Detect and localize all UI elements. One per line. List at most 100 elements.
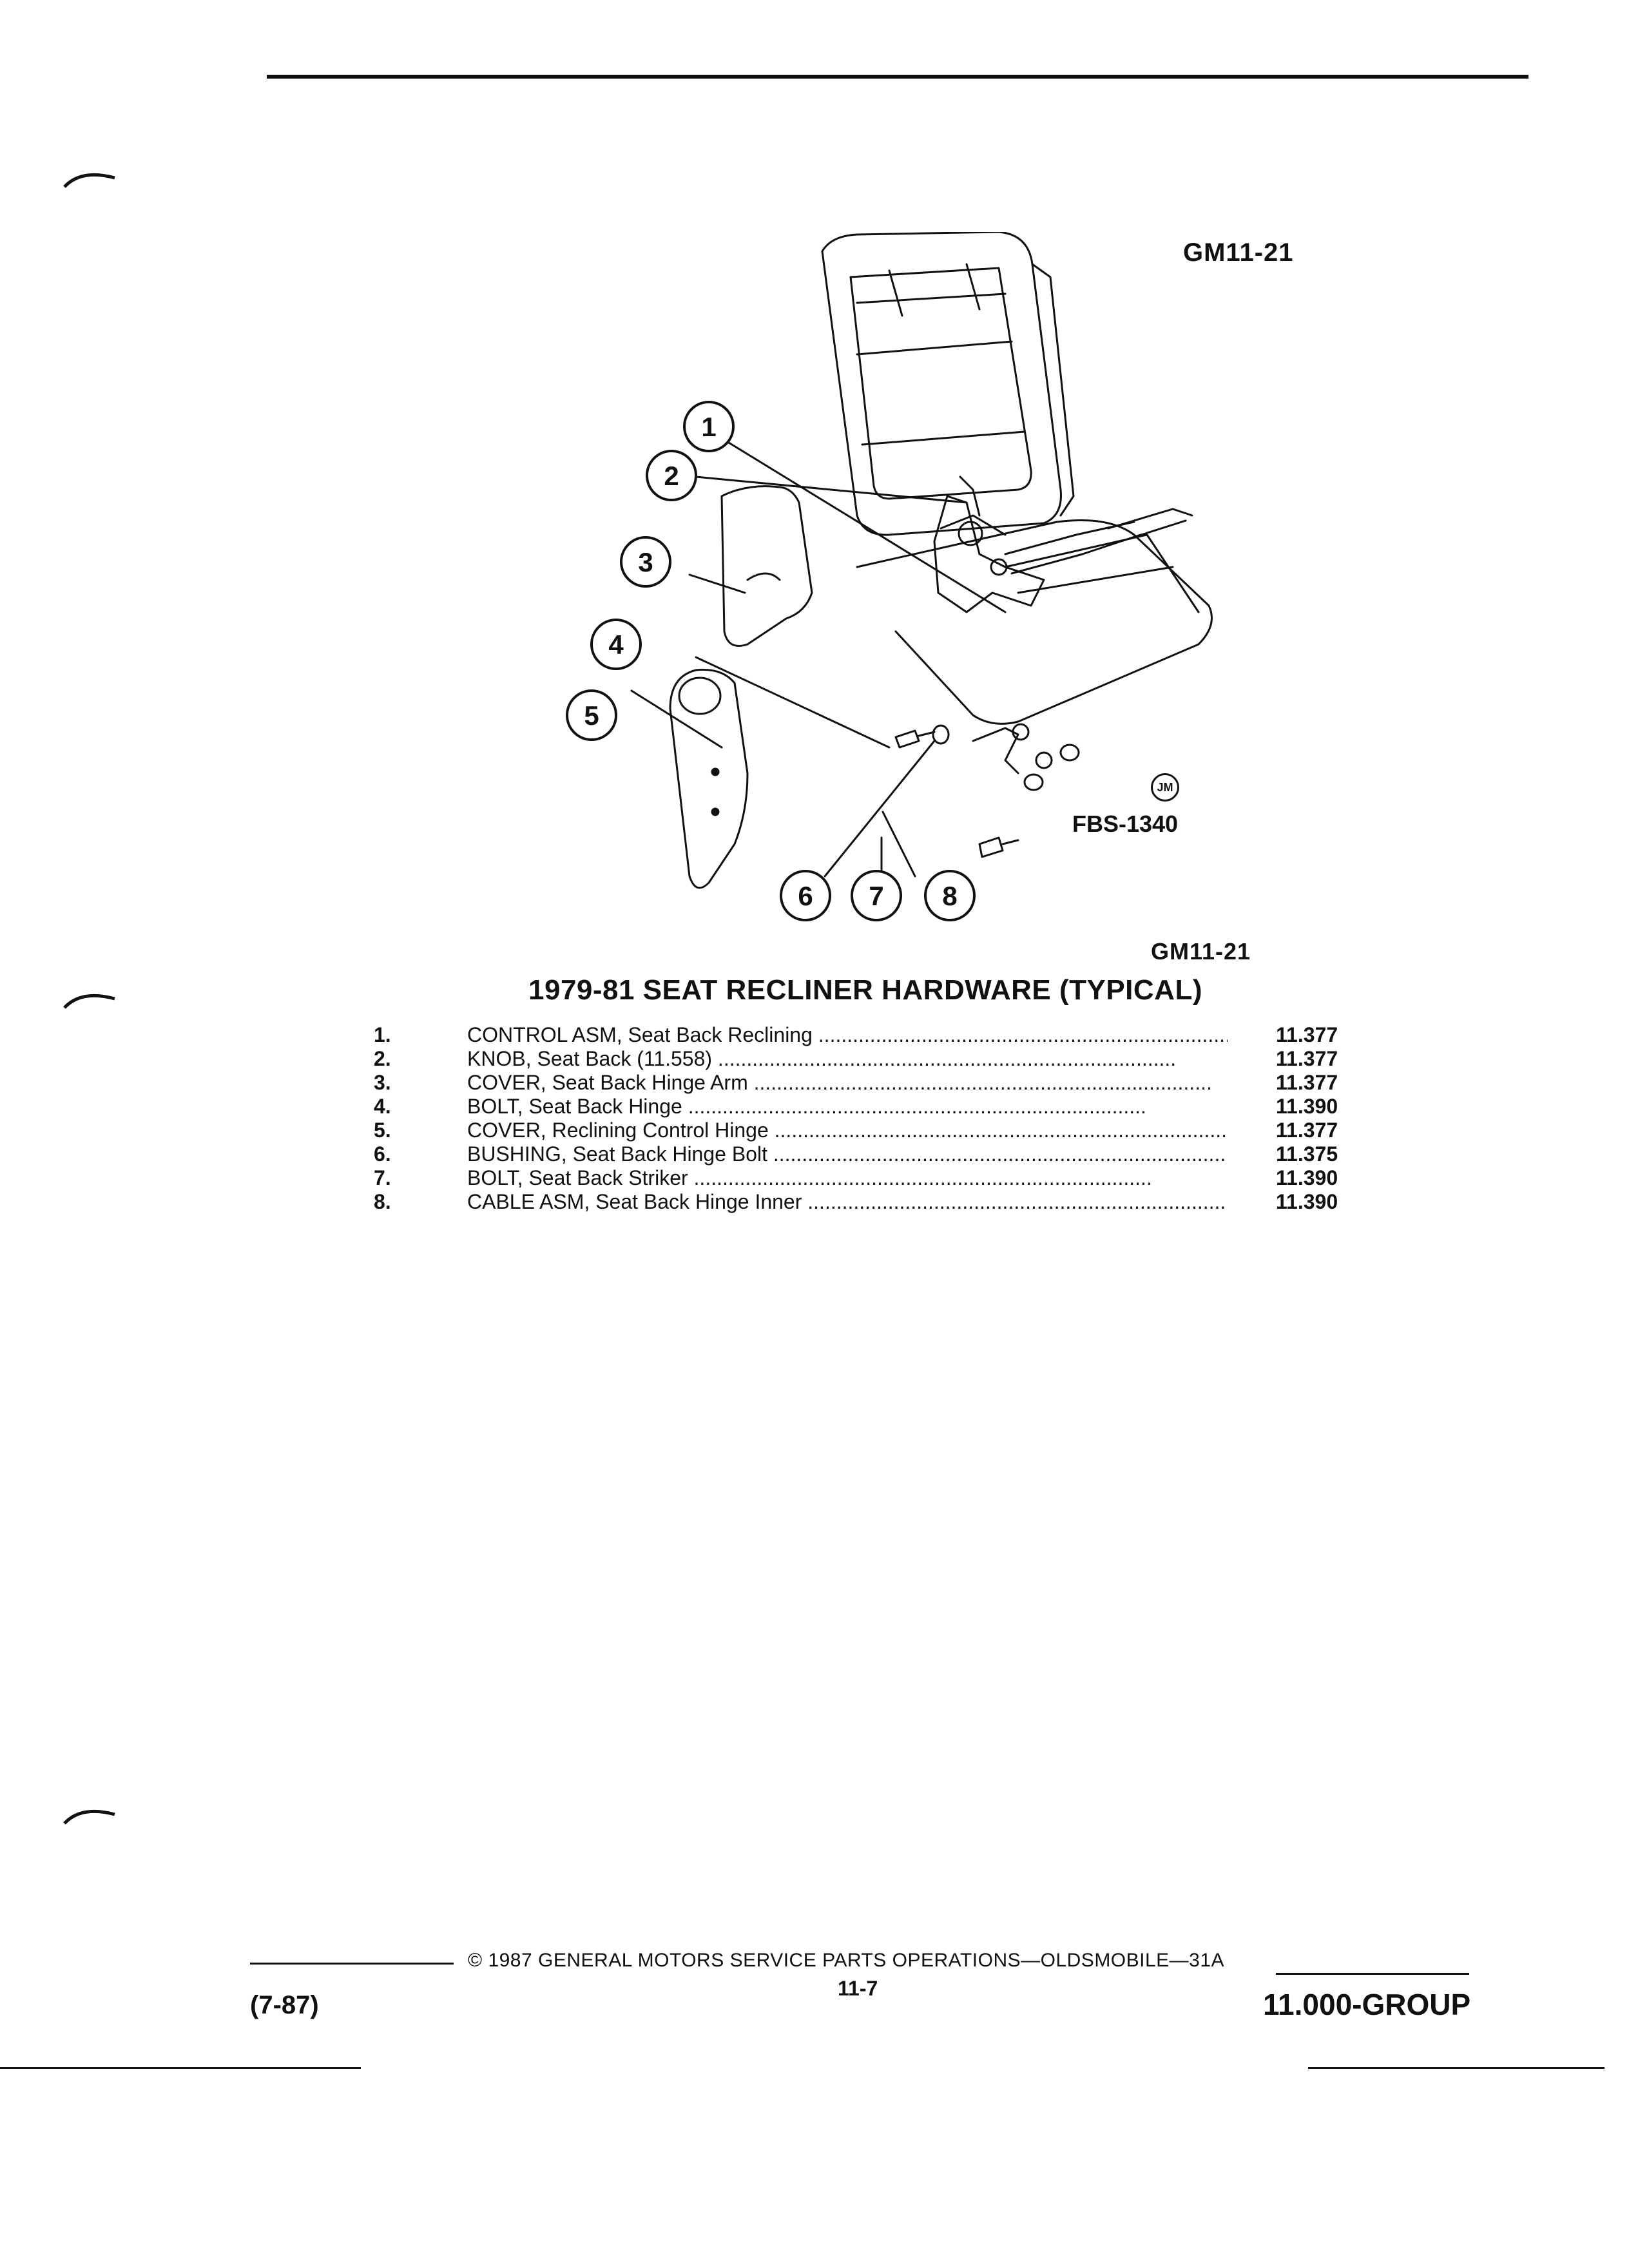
part-description: BUSHING, Seat Back Hinge Bolt ..........…: [467, 1142, 1228, 1166]
part-name: COVER,: [467, 1071, 546, 1094]
part-name: KNOB,: [467, 1047, 532, 1070]
part-group-code: 11.377: [1276, 1119, 1338, 1142]
parts-list-row: 2. KNOB, Seat Back (11.558) .............…: [374, 1047, 1366, 1071]
leader-line-3: [688, 573, 746, 594]
parts-list-row: 7. BOLT, Seat Back Striker ..............…: [374, 1166, 1366, 1190]
part-group-code: 11.390: [1276, 1166, 1338, 1189]
part-name: CONTROL ASM,: [467, 1023, 622, 1046]
callout-number-3: 3: [638, 547, 653, 577]
dot-leader: ........................................…: [747, 1071, 1212, 1094]
parts-list-row: 6. BUSHING, Seat Back Hinge Bolt ........…: [374, 1142, 1366, 1166]
callout-balloon-5: [566, 689, 617, 741]
leader-line-8: [882, 811, 916, 878]
callout-balloon-8: [924, 870, 976, 921]
bolt-hinge: [894, 729, 920, 749]
hinge-arm: [933, 495, 1045, 613]
footer-copyright: © 1987 GENERAL MOTORS SERVICE PARTS OPER…: [468, 1950, 1225, 1971]
hinge-arm-cover: [720, 485, 813, 647]
callout-balloon-3: [620, 536, 671, 588]
part-name: BUSHING,: [467, 1142, 567, 1166]
dot-leader: ........................................…: [682, 1095, 1146, 1118]
callout-number-6: 6: [798, 881, 813, 911]
footer-group-code: 11.000-GROUP: [1263, 1988, 1471, 2021]
part-number: 7.: [374, 1166, 391, 1189]
figure-code-top: GM11-21: [1183, 238, 1294, 267]
part-name: COVER,: [467, 1119, 546, 1142]
part-detail: Seat Back Hinge Inner: [595, 1190, 802, 1213]
hinge-cable: [972, 727, 1019, 774]
seat-back-outline: [821, 232, 1062, 536]
part-detail: Seat Back Reclining: [628, 1023, 813, 1046]
parts-list-row: 8. CABLE ASM, Seat Back Hinge Inner .....…: [374, 1190, 1366, 1214]
part-name: BOLT,: [467, 1095, 523, 1118]
callout-number-4: 4: [608, 629, 624, 660]
part-detail: Seat Back Striker: [528, 1166, 688, 1189]
leader-line-2: [695, 476, 968, 504]
parts-list-row: 3. COVER, Seat Back Hinge Arm ...........…: [374, 1071, 1366, 1095]
parts-list-title: 1979-81 SEAT RECLINER HARDWARE (TYPICAL): [528, 974, 1202, 1006]
parts-list-row: 1.CONTROL ASM, Seat Back Reclining .....…: [374, 1023, 1366, 1047]
leader-line-6: [824, 740, 936, 878]
part-detail: Seat Back Hinge Bolt: [572, 1142, 767, 1166]
part-description: BOLT, Seat Back Striker ................…: [467, 1166, 1228, 1190]
seat-back-panel: [849, 267, 1032, 500]
part-description: COVER, Reclining Control Hinge .........…: [467, 1119, 1228, 1142]
part-description: KNOB, Seat Back (11.558) ...............…: [467, 1047, 1228, 1071]
part-group-code: 11.377: [1276, 1047, 1338, 1070]
leader-line-1: [708, 429, 1007, 613]
seat-recliner-illustration: 1 2 3 4 5 6 7 8: [566, 232, 1213, 921]
dot-leader: ........................................…: [712, 1047, 1177, 1070]
bottom-scan-rule-2: [1308, 2067, 1605, 2069]
part-detail: Seat Back Hinge Arm: [552, 1071, 748, 1094]
part-group-code: 11.377: [1276, 1071, 1338, 1094]
parts-list-row: 4. BOLT, Seat Back Hinge ................…: [374, 1095, 1366, 1119]
callout-number-2: 2: [664, 461, 679, 491]
part-name: BOLT,: [467, 1166, 523, 1189]
part-number: 4.: [374, 1095, 391, 1118]
leader-line-4: [695, 656, 891, 749]
callout-balloon-1: [683, 401, 735, 452]
callout-number-7: 7: [869, 881, 883, 911]
dot-leader: ........................................…: [768, 1119, 1228, 1142]
part-number: 3.: [374, 1071, 391, 1094]
jm-logo-mark: JM: [1151, 773, 1179, 802]
part-description: CABLE ASM, Seat Back Hinge Inner .......…: [467, 1190, 1228, 1214]
part-detail: Reclining Control Hinge: [552, 1119, 769, 1142]
callout-number-5: 5: [584, 700, 599, 731]
part-group-code: 11.390: [1276, 1190, 1338, 1213]
callout-balloon-4: [590, 619, 642, 670]
part-number: 5.: [374, 1119, 391, 1142]
callout-number-1: 1: [701, 412, 716, 442]
dot-leader: ........................................…: [688, 1166, 1152, 1189]
binder-hole-mark-bottom: [63, 1809, 115, 1825]
part-number: 2.: [374, 1047, 391, 1070]
part-group-code: 11.375: [1276, 1142, 1338, 1166]
hinge-bolt-bushing: [932, 724, 950, 745]
footer-page-number: 11-7: [838, 1977, 878, 2000]
footer-rule-right: [1276, 1973, 1469, 1975]
footer-rule-left: [250, 1963, 454, 1965]
parts-list-row: 5. COVER, Reclining Control Hinge .......…: [374, 1119, 1366, 1142]
part-number: 8.: [374, 1190, 391, 1213]
parts-list: 1.CONTROL ASM, Seat Back Reclining .....…: [374, 1023, 1366, 1214]
bottom-scan-rule: [0, 2067, 361, 2069]
callout-balloon-2: [646, 450, 697, 501]
striker-bolt: [978, 836, 1004, 858]
part-description: BOLT, Seat Back Hinge ..................…: [467, 1095, 1228, 1119]
part-detail: Seat Back Hinge: [528, 1095, 682, 1118]
part-name: CABLE ASM,: [467, 1190, 590, 1213]
part-description: CONTROL ASM, Seat Back Reclining .......…: [467, 1023, 1228, 1047]
binder-hole-mark-top: [63, 173, 115, 188]
part-number: 6.: [374, 1142, 391, 1166]
callout-number-8: 8: [942, 881, 957, 911]
seat-cushion-outline: [856, 519, 1213, 725]
part-group-code: 11.377: [1276, 1023, 1338, 1046]
dot-leader: ........................................…: [767, 1142, 1228, 1166]
dot-leader: ........................................…: [818, 1023, 1228, 1046]
reclining-control-cover: [669, 668, 749, 889]
drawing-code: FBS-1340: [1072, 811, 1179, 837]
part-group-code: 11.390: [1276, 1095, 1338, 1118]
binder-hole-mark-middle: [63, 994, 115, 1009]
header-rule: [267, 75, 1528, 79]
footer-date: (7-87): [250, 1991, 319, 2019]
